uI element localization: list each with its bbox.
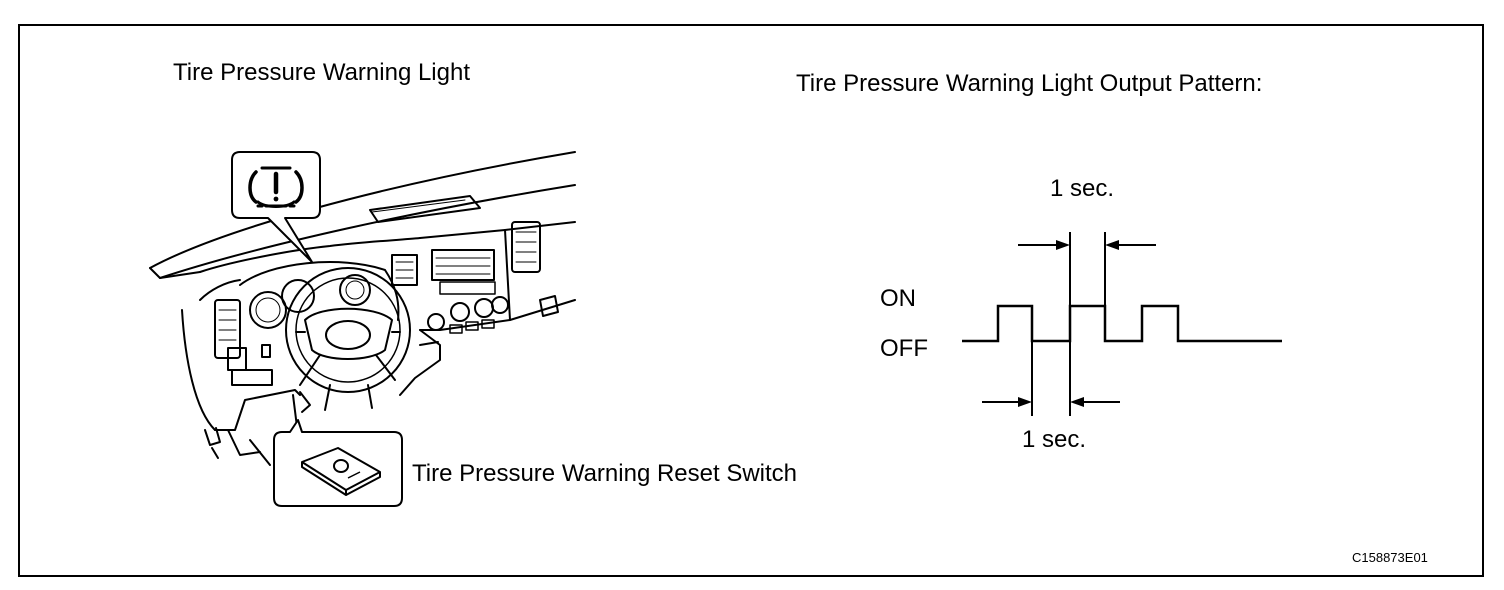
warning-light-label: Tire Pressure Warning Light xyxy=(173,59,470,86)
figure-code: C158873E01 xyxy=(1352,550,1428,565)
on-off-waveform xyxy=(962,304,1282,343)
output-pattern-title: Tire Pressure Warning Light Output Patte… xyxy=(796,70,1263,97)
diagram-frame xyxy=(18,24,1484,577)
on-level-label: ON xyxy=(880,285,916,312)
off-level-label: OFF xyxy=(880,335,928,362)
bottom-duration-label: 1 sec. xyxy=(1022,426,1087,453)
top-duration-label: 1 sec. xyxy=(1050,175,1115,202)
reset-switch-label: Tire Pressure Warning Reset Switch xyxy=(412,460,798,487)
